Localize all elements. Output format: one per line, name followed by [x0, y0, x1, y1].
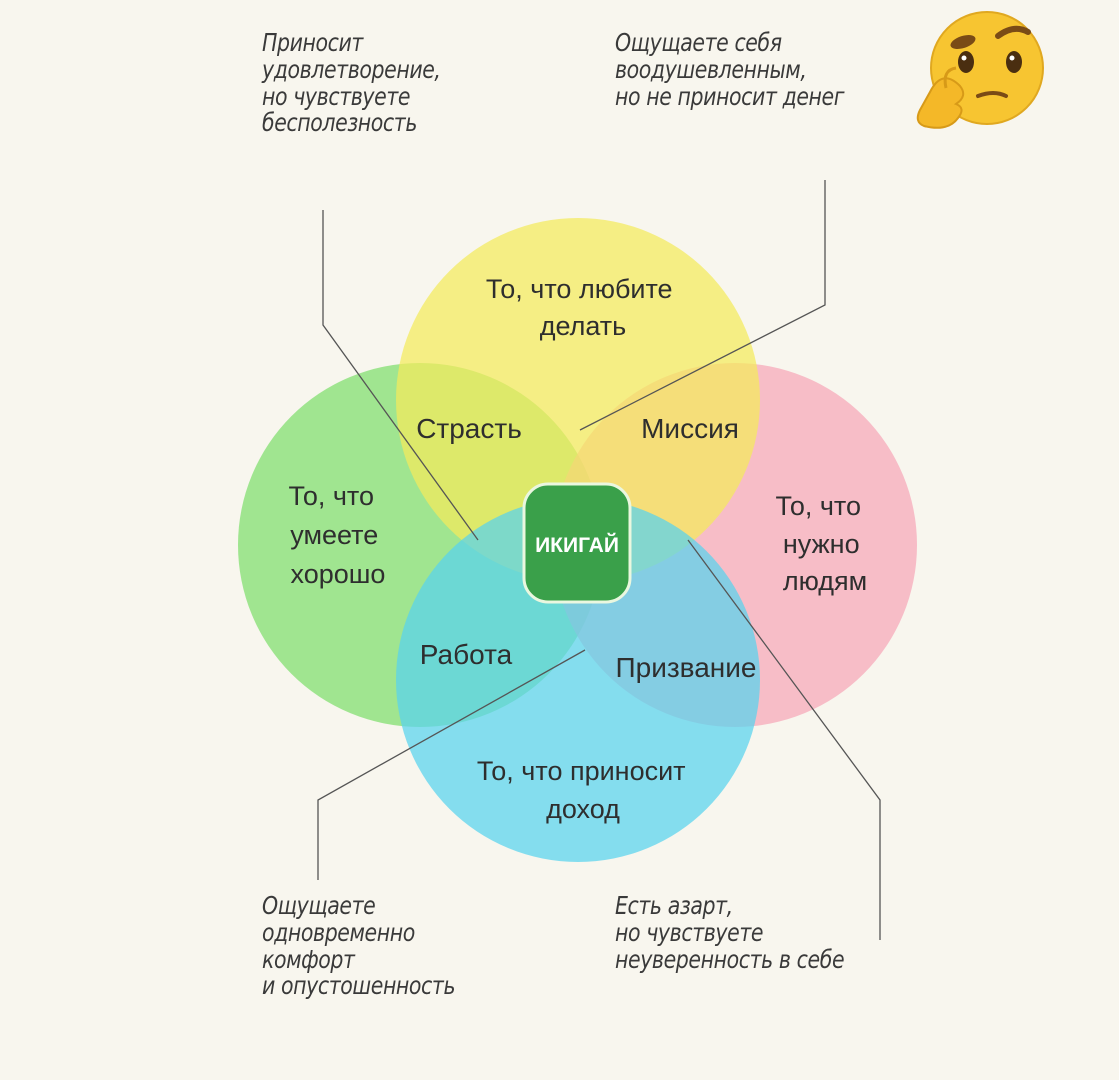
note-line: удовлетворение, — [262, 54, 441, 84]
note-line: одновременно — [262, 917, 415, 947]
ikigai-center-label: ИКИГАЙ — [535, 533, 619, 557]
note-line: Есть азарт, — [615, 891, 733, 920]
leader-bottom-left — [317, 649, 586, 880]
note-line: бесполезность — [262, 108, 418, 138]
note-top-right: Ощущаете себя воодушевленным, но не прин… — [615, 28, 845, 111]
note-line: Ощущаете себя — [615, 28, 782, 57]
label-mission: Миссия — [641, 413, 739, 444]
thinking-face-icon — [916, 11, 1044, 129]
note-line: комфорт — [262, 944, 355, 974]
leader-lines — [317, 180, 881, 940]
label-good-at: То, что умеете хорошо — [288, 481, 385, 589]
note-line: воодушевленным, — [615, 54, 807, 84]
leader-top-right — [579, 180, 826, 431]
label-profession: Работа — [420, 639, 513, 670]
ikigai-center-box — [522, 482, 632, 604]
note-line: Приносит — [262, 28, 363, 57]
note-line: но чувствуете — [615, 917, 764, 947]
leader-top-left — [322, 210, 479, 541]
note-bottom-right: Есть азарт, но чувствуете неуверенность … — [615, 891, 845, 974]
label-passion: Страсть — [416, 413, 522, 444]
note-top-left: Приносит удовлетворение, но чувствуете б… — [262, 28, 441, 138]
label-love: То, что любите делать — [486, 274, 680, 341]
label-vocation: Призвание — [616, 652, 757, 683]
circle-paid — [396, 498, 760, 862]
note-line: но не приносит денег — [615, 81, 845, 111]
label-paid: То, что приносит доход — [477, 756, 693, 824]
note-line: но чувствуете — [262, 81, 411, 111]
note-line: Ощущаете — [262, 891, 376, 920]
note-bottom-left: Ощущаете одновременно комфорт и опустоше… — [262, 891, 456, 1001]
note-line: неуверенность в себе — [615, 944, 845, 974]
ikigai-center: ИКИГАЙ — [522, 482, 632, 604]
circle-love — [396, 218, 760, 582]
leader-bottom-right — [687, 539, 881, 940]
label-needs: То, что нужно людям — [775, 491, 868, 596]
note-line: и опустошенность — [262, 971, 456, 1001]
